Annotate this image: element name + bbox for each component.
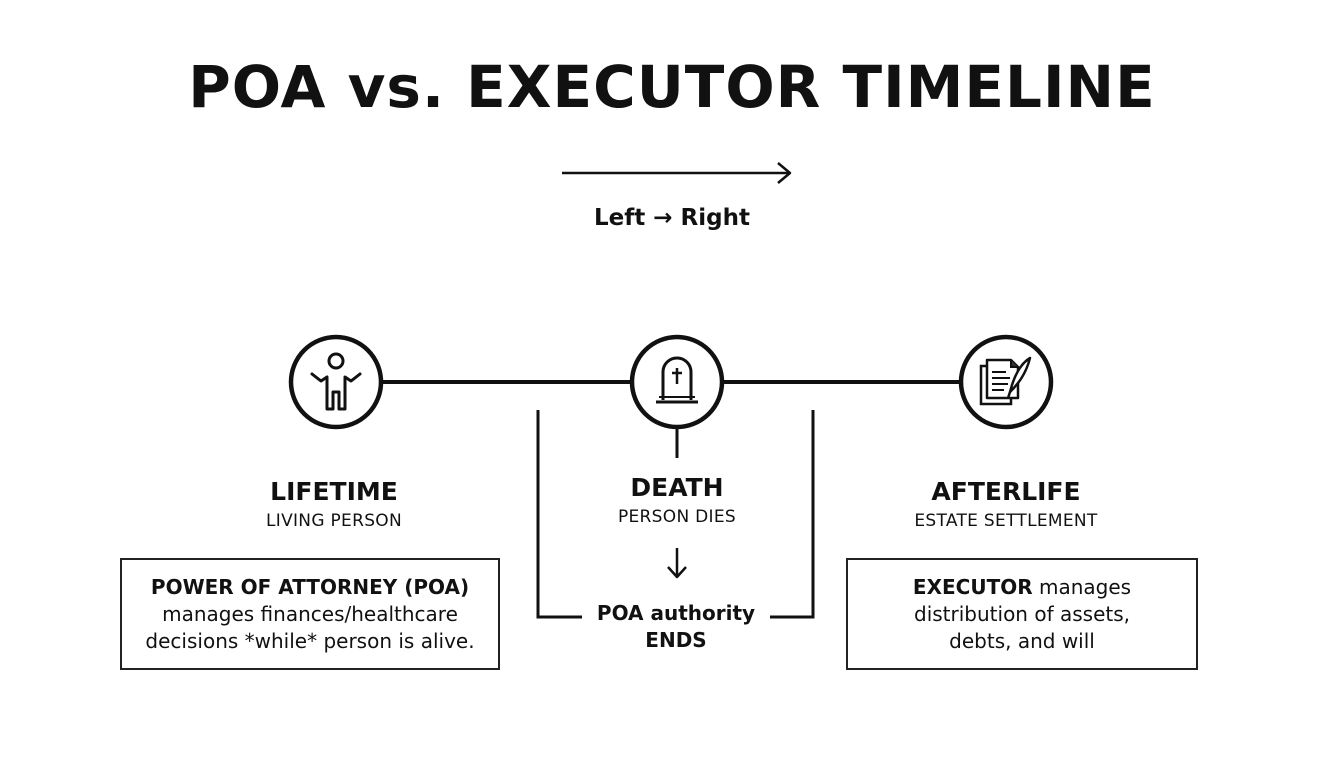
poa-ends-label: POA authority ENDS	[560, 600, 792, 654]
diagram-title: POA vs. EXECUTOR TIMELINE	[188, 53, 1156, 121]
death-node	[629, 334, 725, 430]
documents-quill-icon	[958, 334, 1054, 430]
afterlife-title: AFTERLIFE	[931, 477, 1081, 506]
executor-box-line1: distribution of assets,	[914, 601, 1130, 626]
poa-box-heading: POWER OF ATTORNEY (POA)	[150, 574, 470, 599]
direction-label: Left → Right	[594, 205, 750, 231]
death-title: DEATH	[630, 473, 724, 502]
executor-box-line2: debts, and will	[949, 628, 1095, 653]
right-bracket	[770, 410, 815, 619]
left-bracket	[536, 410, 582, 619]
poa-box: POWER OF ATTORNEY (POA) manages finances…	[120, 558, 500, 670]
executor-box: EXECUTOR manages distribution of assets,…	[846, 558, 1198, 670]
down-arrow-icon	[667, 548, 687, 579]
afterlife-subtitle: ESTATE SETTLEMENT	[914, 511, 1098, 531]
lifetime-node	[288, 334, 384, 430]
executor-box-heading-rest: manages	[1032, 574, 1132, 599]
death-subtitle: PERSON DIES	[617, 507, 737, 527]
tombstone-icon	[629, 334, 725, 430]
poa-ends-line1: POA authority	[596, 601, 756, 625]
executor-box-heading: EXECUTOR	[912, 574, 1033, 599]
poa-ends-line2: ENDS	[645, 628, 707, 652]
lifetime-subtitle: LIVING PERSON	[265, 511, 402, 531]
afterlife-node	[958, 334, 1054, 430]
direction-arrow-icon	[562, 162, 792, 184]
lifetime-title: LIFETIME	[270, 477, 398, 506]
poa-box-line1: manages finances/healthcare	[162, 601, 458, 626]
person-icon	[288, 334, 384, 430]
poa-box-line2: decisions *while* person is alive.	[145, 628, 475, 653]
